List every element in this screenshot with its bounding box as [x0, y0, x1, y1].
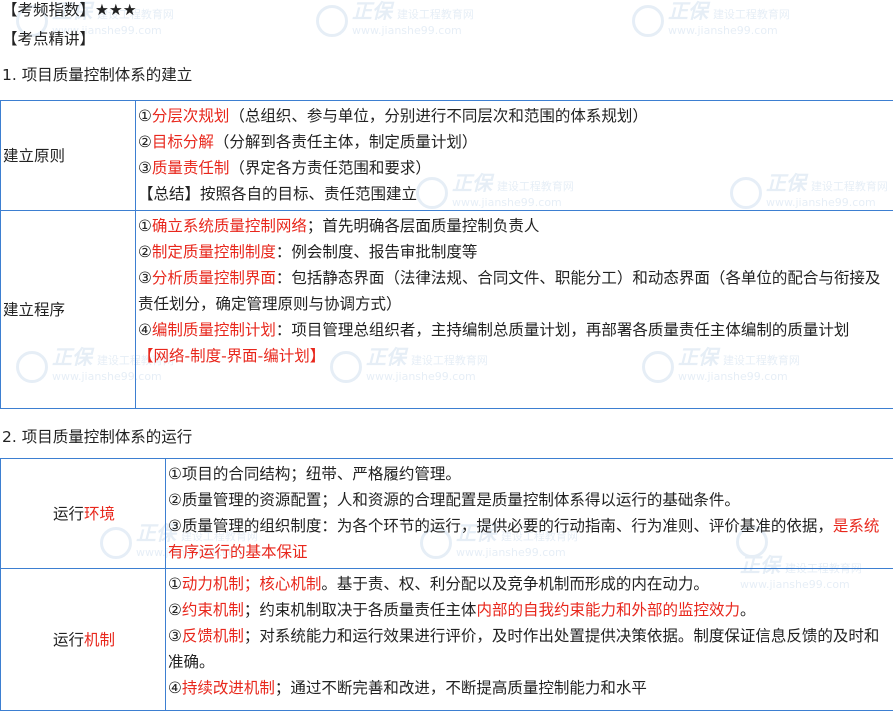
list-item: ①确立系统质量控制网络；首先明确各层面质量控制负责人	[138, 217, 540, 235]
row-label: 运行环境	[0, 458, 166, 569]
row-label: 建立原则	[0, 100, 136, 211]
list-item: ①分层次规划（总组织、参与单位，分别进行不同层次和范围的体系规划）	[138, 107, 648, 125]
table-row: 建立程序 ①确立系统质量控制网络；首先明确各层面质量控制负责人 ②制定质量控制制…	[0, 210, 893, 409]
summary-line: 【总结】按照各自的目标、责任范围建立	[138, 185, 418, 203]
section1-title: 1. 项目质量控制体系的建立	[2, 66, 193, 84]
list-item: ②制定质量控制制度：例会制度、报告审批制度等	[138, 243, 478, 261]
row-content: ①分层次规划（总组织、参与单位，分别进行不同层次和范围的体系规划） ②目标分解（…	[135, 100, 893, 211]
row-content: ①动力机制；核心机制。基于责、权、利分配以及竞争机制而形成的内在动力。 ②约束机…	[165, 568, 893, 711]
list-item: ③质量责任制（界定各方责任范围和要求）	[138, 159, 431, 177]
list-item: ④编制质量控制计划：项目管理总组织者，主持编制总质量计划，再部署各质量责任主体编…	[138, 321, 850, 339]
list-item: ④持续改进机制；通过不断完善和改进，不断提高质量控制能力和水平	[168, 679, 647, 697]
list-item: ③分析质量控制界面：包括静态界面（法律法规、合同文件、职能分工）和动态界面（各单…	[138, 269, 881, 313]
list-item: ①动力机制；核心机制。基于责、权、利分配以及竞争机制而形成的内在动力。	[168, 575, 709, 593]
list-item: ③质量管理的组织制度：为各个环节的运行，提供必要的行动指南、行为准则、评价基准的…	[168, 517, 880, 561]
list-item: ③反馈机制；对系统能力和运行效果进行评价，及时作出处置提供决策依据。制度保证信息…	[168, 627, 880, 671]
list-item: ②约束机制；约束机制取决于各质量责任主体内部的自我约束能力和外部的监控效力。	[168, 601, 756, 619]
list-item: ②目标分解（分解到各责任主体，制定质量计划）	[138, 133, 478, 151]
table-row: 运行环境 ①项目的合同结构；纽带、严格履约管理。 ②质量管理的资源配置；人和资源…	[0, 458, 893, 569]
table-row: 运行机制 ①动力机制；核心机制。基于责、权、利分配以及竞争机制而形成的内在动力。…	[0, 568, 893, 711]
row-content: ①确立系统质量控制网络；首先明确各层面质量控制负责人 ②制定质量控制制度：例会制…	[135, 210, 893, 409]
section2-title: 2. 项目质量控制体系的运行	[2, 428, 193, 446]
frequency-rating: 【考频指数】★★★	[2, 1, 137, 19]
mnemonic-line: 【网络-制度-界面-编计划】	[138, 347, 326, 365]
row-label: 运行机制	[0, 568, 166, 711]
table-row: 建立原则 ①分层次规划（总组织、参与单位，分别进行不同层次和范围的体系规划） ②…	[0, 100, 893, 211]
list-item: ①项目的合同结构；纽带、严格履约管理。	[168, 465, 461, 483]
section-label: 【考点精讲】	[2, 30, 96, 48]
establishment-table: 建立原则 ①分层次规划（总组织、参与单位，分别进行不同层次和范围的体系规划） ②…	[0, 100, 893, 409]
row-content: ①项目的合同结构；纽带、严格履约管理。 ②质量管理的资源配置；人和资源的合理配置…	[165, 458, 893, 569]
row-label: 建立程序	[0, 210, 136, 409]
list-item: ②质量管理的资源配置；人和资源的合理配置是质量控制体系得以运行的基础条件。	[168, 491, 740, 509]
operation-table: 运行环境 ①项目的合同结构；纽带、严格履约管理。 ②质量管理的资源配置；人和资源…	[0, 458, 893, 711]
